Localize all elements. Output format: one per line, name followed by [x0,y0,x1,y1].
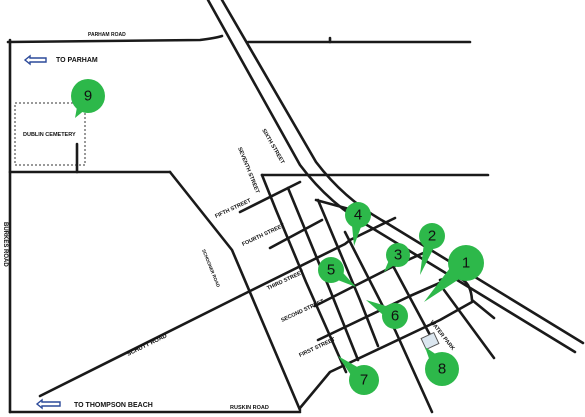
seventh-street-line [260,173,348,374]
grid-cross-1 [286,186,360,362]
marker-number: 6 [391,308,399,325]
cemetery-boundary [14,102,86,166]
marker-circle [419,223,445,249]
location-marker-3[interactable]: 3 [384,243,410,272]
location-marker-2[interactable]: 2 [419,223,445,275]
location-marker-7[interactable]: 7 [338,356,379,395]
arrow-left-icon [23,54,47,66]
marker-number: 1 [462,255,470,272]
grid-cross-4 [390,262,432,337]
marker-circle [349,365,379,395]
marker-circle [382,303,408,329]
schooner-road-line [168,170,302,412]
location-marker-5[interactable]: 5 [318,257,356,287]
marker-number: 5 [327,262,335,279]
marker-number: 2 [428,228,436,245]
to-thompson-beach-label: TO THOMPSON BEACH [74,402,153,409]
highway-line-inner [220,0,585,345]
schutt-road-label: SCHUTT ROAD [126,333,168,358]
marker-number: 7 [360,372,368,389]
marker-number: 8 [438,361,446,378]
burkes-road-label: BURKES ROAD [2,222,8,267]
water-park-building [420,331,440,351]
grid-cross-2 [316,198,380,348]
marker-circle [71,79,105,113]
location-marker-4[interactable]: 4 [345,202,371,246]
ruskin-road-label: RUSKIN ROAD [230,405,269,411]
marker-circle [318,257,344,283]
grid-cross-5 [442,288,496,360]
highway-line-outer [206,0,577,354]
dublin-cemetery-label: DUBLIN CEMETERY [23,132,76,138]
marker-circle [345,202,371,228]
marker-circle [425,352,459,386]
parham-road-line [6,34,224,44]
seventh-street-label: SEVENTH STREET [236,147,260,195]
marker-number: 4 [354,207,362,224]
location-marker-1[interactable]: 1 [424,245,484,302]
parham-road-label: PARHAM ROAD [88,32,126,38]
location-marker-6[interactable]: 6 [366,300,408,329]
location-marker-9[interactable]: 9 [71,79,105,118]
grid-cross-3 [343,230,434,414]
to-parham-label: TO PARHAM [56,57,98,64]
markers: 1 2 3 4 5 6 7 8 9 [71,79,484,395]
schooner-road-label: SCHOONER ROAD [201,249,221,289]
marker-number: 9 [84,88,92,105]
arrow-left-icon [35,398,61,410]
bottom-street-line [298,300,474,410]
schutt-road-line [38,294,242,398]
road-network [6,0,585,414]
marker-circle [448,245,484,281]
second-street-line [313,248,432,308]
location-marker-8[interactable]: 8 [425,347,459,386]
fourth-street-line [268,218,324,250]
marker-number: 3 [394,247,402,264]
marker-circle [386,243,410,267]
